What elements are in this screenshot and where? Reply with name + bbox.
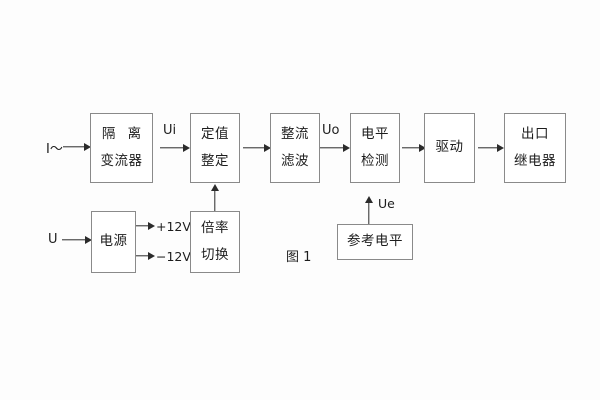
power-rail-positive-label: +12V <box>156 219 191 234</box>
block-line: 整定 <box>201 152 229 169</box>
block-line: 电源 <box>99 233 128 250</box>
block-line: 参考电平 <box>347 233 403 250</box>
arrow-input-to-power-supply <box>62 234 92 246</box>
arrow-rectify-filter-to-level-detect <box>320 142 350 154</box>
block-line: 出口 <box>521 126 549 142</box>
arrow-input-to-isolating-transformer <box>63 141 91 153</box>
block-line: 检测 <box>361 152 389 169</box>
block-line: 变流器 <box>100 152 143 169</box>
block-line: 定值 <box>201 126 229 142</box>
arrow-reference-level-to-level-detect <box>363 196 375 224</box>
arrow-setting-value-to-rectify-filter <box>243 142 271 154</box>
block-line: 隔 离 <box>101 126 146 142</box>
arrow-multiplier-switch-to-setting-value <box>209 184 221 211</box>
block-level-detect: 电平 检测 <box>350 113 400 183</box>
current-input-label: I～ <box>46 142 63 157</box>
block-power-supply: 电源 <box>91 211 136 273</box>
block-line: 倍率 <box>201 220 229 236</box>
block-rectify-filter: 整流 滤波 <box>270 113 320 183</box>
voltage-input-label: U <box>48 232 58 247</box>
ue-signal-label: Ue <box>378 196 395 211</box>
arrow-isolating-transformer-to-setting-value <box>160 142 190 154</box>
uo-signal-label: Uo <box>322 123 340 138</box>
block-line: 驱动 <box>435 139 464 156</box>
block-output-relay: 出口 继电器 <box>504 113 566 183</box>
block-line: 电平 <box>361 126 389 142</box>
arrow-drive-to-output-relay <box>478 142 504 154</box>
block-setting-value: 定值 整定 <box>190 113 240 183</box>
arrow-power-rail-positive <box>136 220 155 232</box>
block-line: 滤波 <box>281 152 309 169</box>
block-line: 继电器 <box>514 152 556 169</box>
arrow-level-detect-to-drive <box>402 142 426 154</box>
block-line: 切换 <box>201 246 229 263</box>
block-isolating-transformer: 隔 离 变流器 <box>90 113 153 183</box>
block-reference-level: 参考电平 <box>337 224 413 260</box>
power-rail-negative-label: −12V <box>156 249 191 264</box>
block-line: 整流 <box>281 126 309 142</box>
figure-caption: 图 1 <box>286 250 312 265</box>
arrow-power-rail-negative <box>136 250 155 262</box>
block-drive: 驱动 <box>424 113 475 183</box>
block-multiplier-switch: 倍率 切换 <box>190 211 240 273</box>
ui-signal-label: Ui <box>163 123 177 138</box>
